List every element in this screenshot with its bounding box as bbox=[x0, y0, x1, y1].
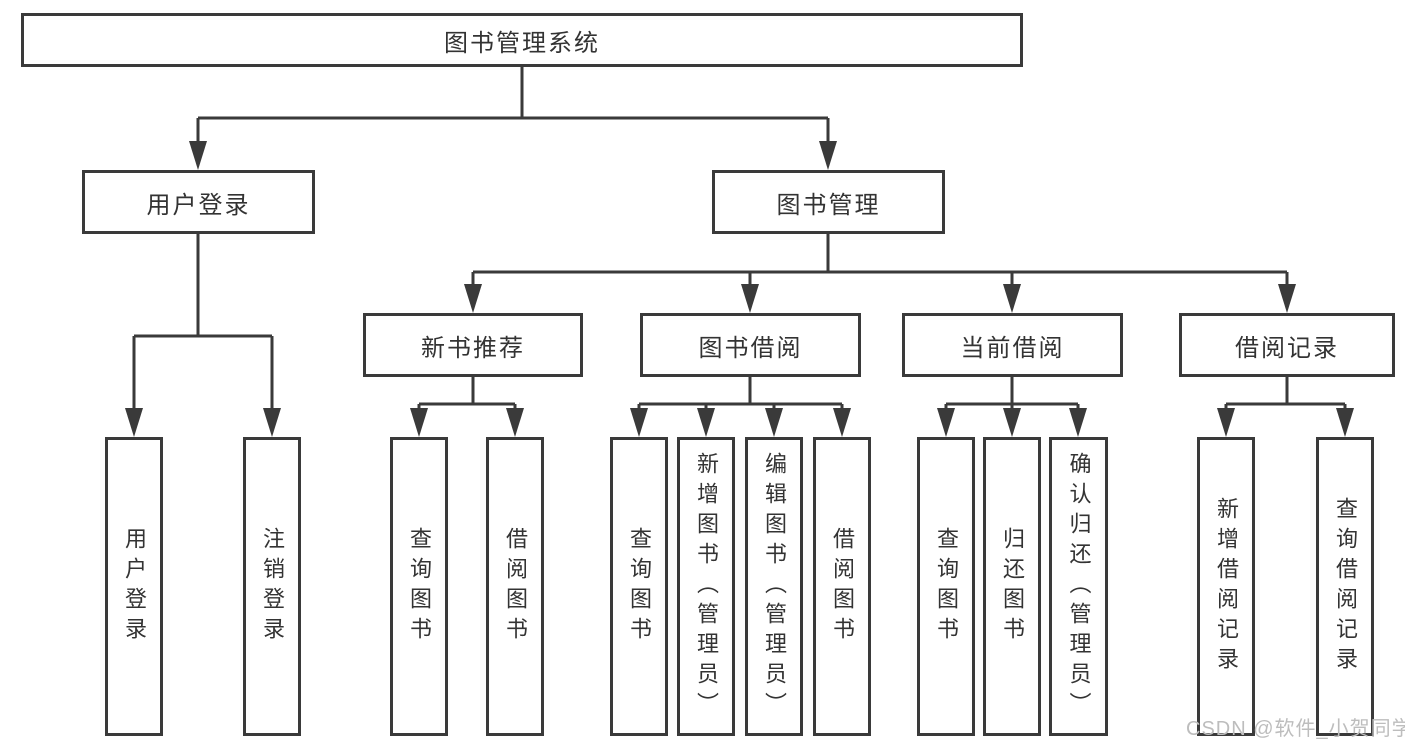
node-new-book-recommend: 新书推荐 bbox=[363, 313, 583, 377]
leaf-query-borrow-record-label: 查询借阅记录 bbox=[1333, 496, 1358, 677]
leaf-user-login: 用户登录 bbox=[105, 437, 163, 736]
leaf-user-login-label: 用户登录 bbox=[122, 526, 147, 647]
leaf-edit-books-admin: 编辑图书（管理员） bbox=[745, 437, 803, 736]
node-user-login-label: 用户登录 bbox=[146, 191, 251, 219]
leaf-borrow-books-recommend: 借阅图书 bbox=[486, 437, 544, 736]
leaf-borrow-books: 借阅图书 bbox=[813, 437, 871, 736]
leaf-borrow-books-label: 借阅图书 bbox=[830, 526, 855, 647]
leaf-confirm-return-admin-label: 确认归还（管理员） bbox=[1066, 451, 1092, 722]
leaf-logout: 注销登录 bbox=[243, 437, 301, 736]
leaf-query-books-current: 查询图书 bbox=[917, 437, 975, 736]
leaf-query-borrow-record: 查询借阅记录 bbox=[1316, 437, 1374, 736]
leaf-query-books-borrowing-label: 查询图书 bbox=[627, 526, 652, 647]
node-borrow-records-label: 借阅记录 bbox=[1235, 334, 1339, 362]
csdn-watermark: CSDN @软件_小贺同学 bbox=[1186, 718, 1405, 740]
leaf-query-books-borrowing: 查询图书 bbox=[610, 437, 668, 736]
leaf-add-borrow-record-label: 新增借阅记录 bbox=[1214, 496, 1239, 677]
leaf-logout-label: 注销登录 bbox=[260, 526, 285, 647]
leaf-borrow-books-recommend-label: 借阅图书 bbox=[503, 526, 528, 647]
node-library-system-label: 图书管理系统 bbox=[444, 29, 600, 57]
node-library-system: 图书管理系统 bbox=[21, 13, 1023, 67]
node-book-management: 图书管理 bbox=[712, 170, 945, 234]
leaf-edit-books-admin-label: 编辑图书（管理员） bbox=[762, 451, 787, 722]
leaf-add-books-admin-label: 新增图书（管理员） bbox=[694, 451, 719, 722]
leaf-confirm-return-admin: 确认归还（管理员） bbox=[1049, 437, 1108, 736]
node-book-borrowing: 图书借阅 bbox=[640, 313, 861, 377]
leaf-add-borrow-record: 新增借阅记录 bbox=[1197, 437, 1255, 736]
leaf-return-books-label: 归还图书 bbox=[1000, 526, 1025, 647]
node-current-borrowing: 当前借阅 bbox=[902, 313, 1123, 377]
node-borrow-records: 借阅记录 bbox=[1179, 313, 1395, 377]
leaf-add-books-admin: 新增图书（管理员） bbox=[677, 437, 735, 736]
leaf-return-books: 归还图书 bbox=[983, 437, 1041, 736]
node-user-login: 用户登录 bbox=[82, 170, 315, 234]
leaf-query-books-recommend-label: 查询图书 bbox=[407, 526, 432, 647]
leaf-query-books-current-label: 查询图书 bbox=[934, 526, 959, 647]
node-book-management-label: 图书管理 bbox=[776, 191, 881, 219]
node-current-borrowing-label: 当前借阅 bbox=[960, 334, 1065, 362]
leaf-query-books-recommend: 查询图书 bbox=[390, 437, 448, 736]
node-book-borrowing-label: 图书借阅 bbox=[698, 334, 803, 362]
node-new-book-recommend-label: 新书推荐 bbox=[421, 334, 525, 362]
